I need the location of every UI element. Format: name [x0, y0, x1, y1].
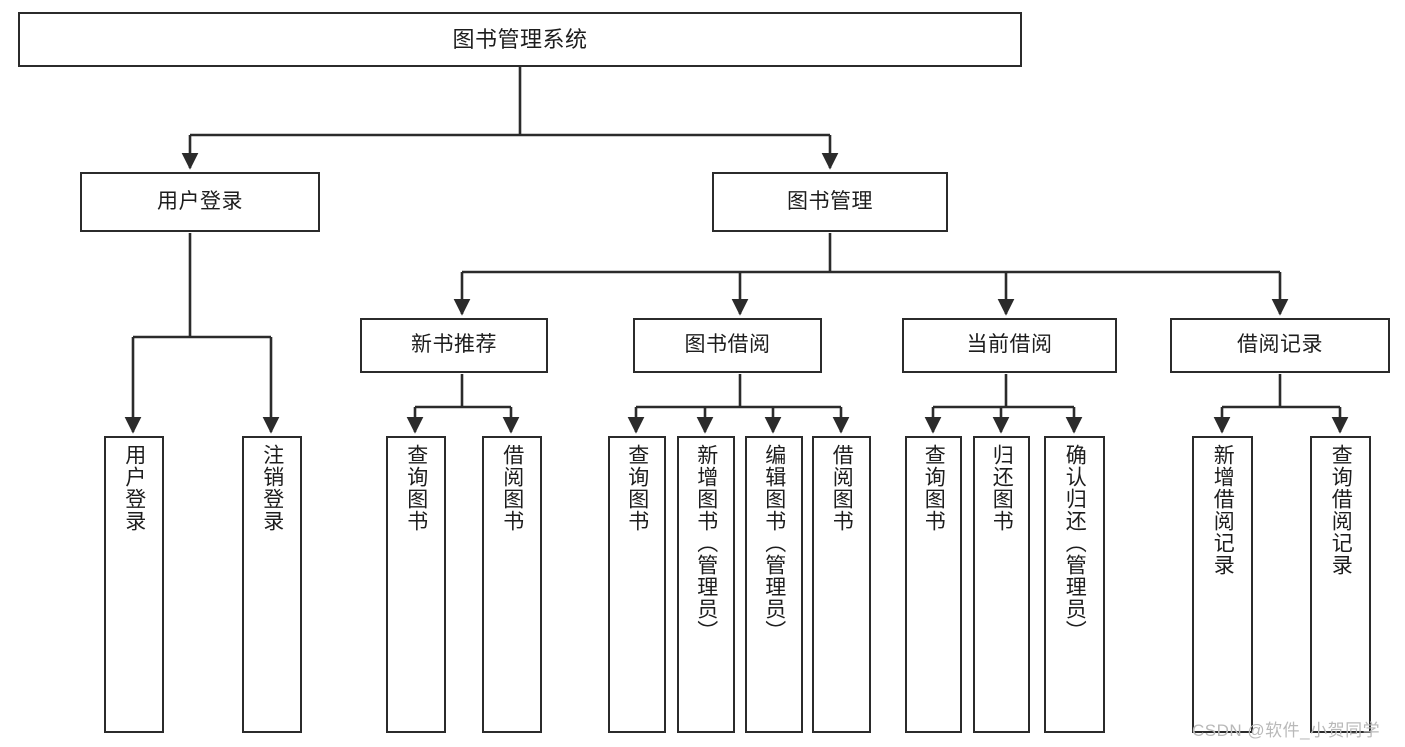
node-leaf-user-login-label: 用户登录 [122, 444, 146, 532]
node-new-book-recommend[interactable]: 新书推荐 [360, 318, 548, 373]
node-borrow-record-label: 借阅记录 [1237, 333, 1323, 357]
node-borrow-record[interactable]: 借阅记录 [1170, 318, 1390, 373]
node-leaf-query-book-3[interactable]: 查询图书 [905, 436, 962, 733]
node-leaf-query-record-label: 查询借阅记录 [1329, 444, 1353, 576]
node-leaf-query-book-1[interactable]: 查询图书 [386, 436, 446, 733]
csdn-watermark: CSDN @软件_小贺同学 [1192, 721, 1381, 740]
node-root-label: 图书管理系统 [452, 26, 588, 52]
node-book-borrow-label: 图书借阅 [684, 333, 771, 357]
node-leaf-borrow-book-2-label: 借阅图书 [830, 444, 854, 532]
node-user-login[interactable]: 用户登录 [80, 172, 320, 232]
node-leaf-edit-book-label: 编辑图书（管理员） [762, 444, 786, 642]
node-leaf-borrow-book-2[interactable]: 借阅图书 [812, 436, 871, 733]
node-leaf-borrow-book-1[interactable]: 借阅图书 [482, 436, 542, 733]
node-leaf-query-book-2[interactable]: 查询图书 [608, 436, 666, 733]
node-leaf-query-record[interactable]: 查询借阅记录 [1310, 436, 1371, 733]
node-leaf-add-book-label: 新增图书（管理员） [694, 444, 718, 642]
node-leaf-edit-book[interactable]: 编辑图书（管理员） [745, 436, 803, 733]
node-leaf-add-record[interactable]: 新增借阅记录 [1192, 436, 1253, 733]
node-leaf-confirm-return[interactable]: 确认归还（管理员） [1044, 436, 1105, 733]
node-current-borrow-label: 当前借阅 [966, 333, 1053, 357]
node-book-borrow[interactable]: 图书借阅 [633, 318, 822, 373]
node-leaf-query-book-2-label: 查询图书 [625, 444, 649, 532]
node-book-manage[interactable]: 图书管理 [712, 172, 948, 232]
node-user-login-label: 用户登录 [157, 189, 243, 213]
node-leaf-logout[interactable]: 注销登录 [242, 436, 302, 733]
node-leaf-add-record-label: 新增借阅记录 [1211, 444, 1235, 576]
node-root[interactable]: 图书管理系统 [18, 12, 1022, 67]
node-book-manage-label: 图书管理 [787, 189, 873, 213]
node-current-borrow[interactable]: 当前借阅 [902, 318, 1117, 373]
node-leaf-logout-label: 注销登录 [260, 444, 284, 532]
node-leaf-query-book-1-label: 查询图书 [404, 444, 428, 532]
node-new-book-recommend-label: 新书推荐 [411, 333, 497, 357]
node-leaf-query-book-3-label: 查询图书 [922, 444, 946, 532]
node-leaf-borrow-book-1-label: 借阅图书 [500, 444, 524, 532]
node-leaf-return-book-label: 归还图书 [990, 444, 1014, 532]
node-leaf-confirm-return-label: 确认归还（管理员） [1063, 444, 1087, 642]
node-leaf-return-book[interactable]: 归还图书 [973, 436, 1030, 733]
node-leaf-add-book[interactable]: 新增图书（管理员） [677, 436, 735, 733]
node-leaf-user-login[interactable]: 用户登录 [104, 436, 164, 733]
